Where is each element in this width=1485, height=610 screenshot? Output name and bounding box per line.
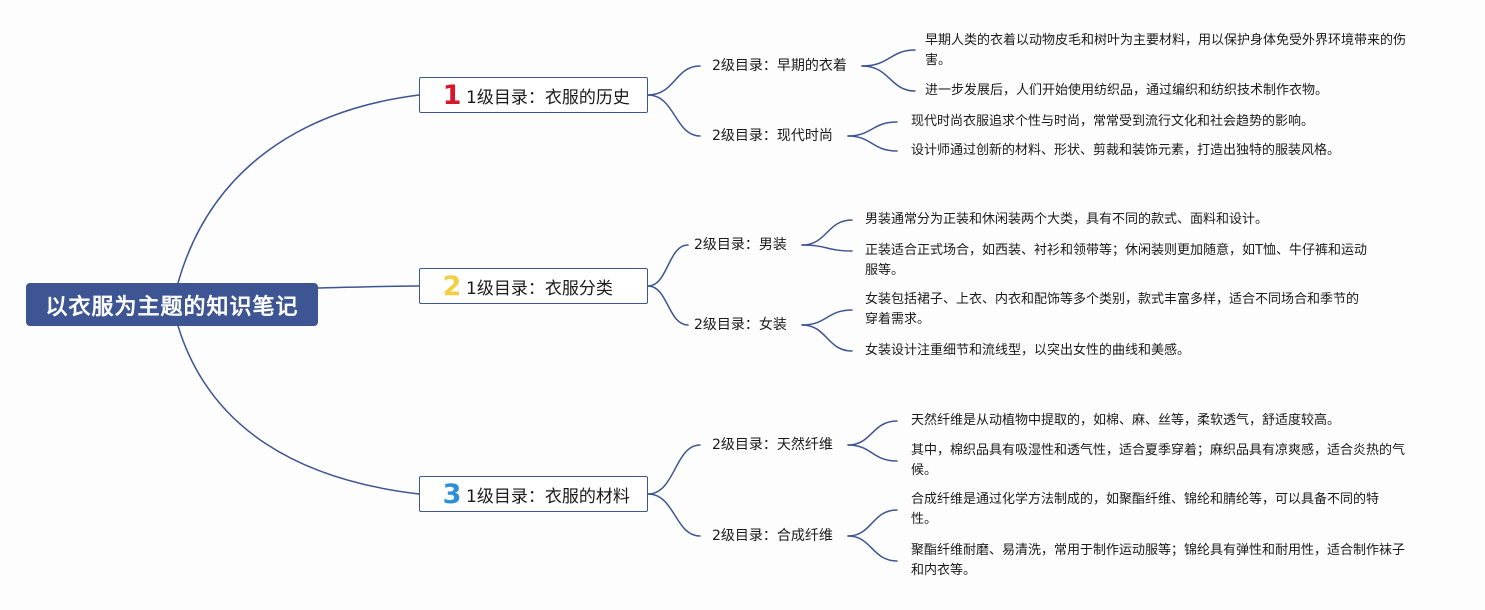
subtopic-early-clothing[interactable]: 2级目录：早期的衣着 <box>712 58 847 74</box>
connector-b2c1-leaf-1 <box>801 219 853 246</box>
leaf-note[interactable]: 女装设计注重细节和流线型，以突出女性的曲线和美感。 <box>865 343 1191 358</box>
root-title: 以衣服为主题的知识笔记 <box>45 294 299 320</box>
connector-b1c2-leaf-2 <box>847 135 898 152</box>
subtopic-synthetic-fiber[interactable]: 2级目录：合成纤维 <box>712 528 833 544</box>
leaf-note[interactable]: 天然纤维是从动植物中提取的，如棉、麻、丝等，柔软透气，舒适度较高。 <box>911 413 1341 428</box>
connector-branch-2-child-1 <box>647 244 689 287</box>
connector-b3c1-leaf-1 <box>847 420 898 446</box>
branch-title: 1级目录：衣服的材料 <box>466 486 630 507</box>
leaf-note[interactable]: 男装通常分为正装和休闲装两个大类，具有不同的款式、面料和设计。 <box>865 212 1269 227</box>
leaf-note[interactable]: 设计师通过创新的材料、形状、剪裁和装饰元素，打造出独特的服装风格。 <box>911 143 1341 158</box>
number-2-icon: 2 <box>442 270 462 302</box>
number-1-icon: 1 <box>442 79 462 111</box>
subtopic-womenswear[interactable]: 2级目录：女装 <box>694 317 787 333</box>
connector-branch-3-child-1 <box>647 444 701 495</box>
connector-b3c1-leaf-2 <box>847 444 898 462</box>
branch-title: 1级目录：衣服分类 <box>466 278 613 299</box>
subtopic-natural-fiber[interactable]: 2级目录：天然纤维 <box>712 437 833 453</box>
connector-branch-1-child-1 <box>647 65 701 96</box>
connector-root-branch-2 <box>317 285 420 289</box>
leaf-note[interactable]: 正装适合正式场合，如西装、衬衫和领带等；休闲装则更加随意，如T恤、牛仔裤和运动服… <box>865 243 1367 278</box>
leaf-note[interactable]: 女装包括裙子、上衣、内衣和配饰等多个类别，款式丰富多样，适合不同场合和季节的穿着… <box>865 292 1360 327</box>
leaf-note[interactable]: 现代时尚衣服追求个性与时尚，常常受到流行文化和社会趋势的影响。 <box>911 114 1315 129</box>
connector-branch-3-child-2 <box>647 493 701 537</box>
connector-branch-2-child-2 <box>647 285 689 326</box>
connector-b3c2-leaf-1 <box>847 509 898 537</box>
root-topic[interactable]: 以衣服为主题的知识笔记 <box>26 283 318 326</box>
connector-b1c2-leaf-1 <box>847 121 898 137</box>
connector-root-branch-3 <box>177 325 420 495</box>
connector-b2c2-leaf-2 <box>801 324 853 352</box>
leaf-note[interactable]: 聚酯纤维耐磨、易清洗，常用于制作运动服等；锦纶具有弹性和耐用性，适合制作袜子和内… <box>911 543 1406 578</box>
connector-b3c2-leaf-2 <box>847 535 898 562</box>
leaf-note[interactable]: 进一步发展后，人们开始使用纺织品，通过编织和纺织技术制作衣物。 <box>925 83 1329 98</box>
subtopic-modern-fashion[interactable]: 2级目录：现代时尚 <box>712 128 833 144</box>
subtopic-menswear[interactable]: 2级目录：男装 <box>694 237 787 253</box>
branch-title: 1级目录：衣服的历史 <box>466 87 630 108</box>
connector-b2c2-leaf-1 <box>801 309 853 326</box>
leaf-note[interactable]: 其中，棉织品具有吸湿性和透气性，适合夏季穿着；麻织品具有凉爽感，适合炎热的气候。 <box>911 443 1406 478</box>
connector-b2c1-leaf-2 <box>801 244 853 252</box>
branch-topic-history[interactable]: 1 1级目录：衣服的历史 <box>419 77 648 113</box>
leaf-note[interactable]: 早期人类的衣着以动物皮毛和树叶为主要材料，用以保护身体免受外界环境带来的伤害。 <box>925 33 1407 68</box>
connector-branch-1-child-2 <box>647 94 701 137</box>
number-3-icon: 3 <box>442 478 462 510</box>
leaf-note[interactable]: 合成纤维是通过化学方法制成的，如聚酯纤维、锦纶和腈纶等，可以具备不同的特性。 <box>911 492 1380 527</box>
branch-topic-categories[interactable]: 2 1级目录：衣服分类 <box>419 268 648 304</box>
connector-b1c1-leaf-1 <box>861 49 916 67</box>
branch-topic-materials[interactable]: 3 1级目录：衣服的材料 <box>419 476 648 512</box>
connector-b1c1-leaf-2 <box>861 65 916 92</box>
connector-root-branch-1 <box>177 94 420 284</box>
